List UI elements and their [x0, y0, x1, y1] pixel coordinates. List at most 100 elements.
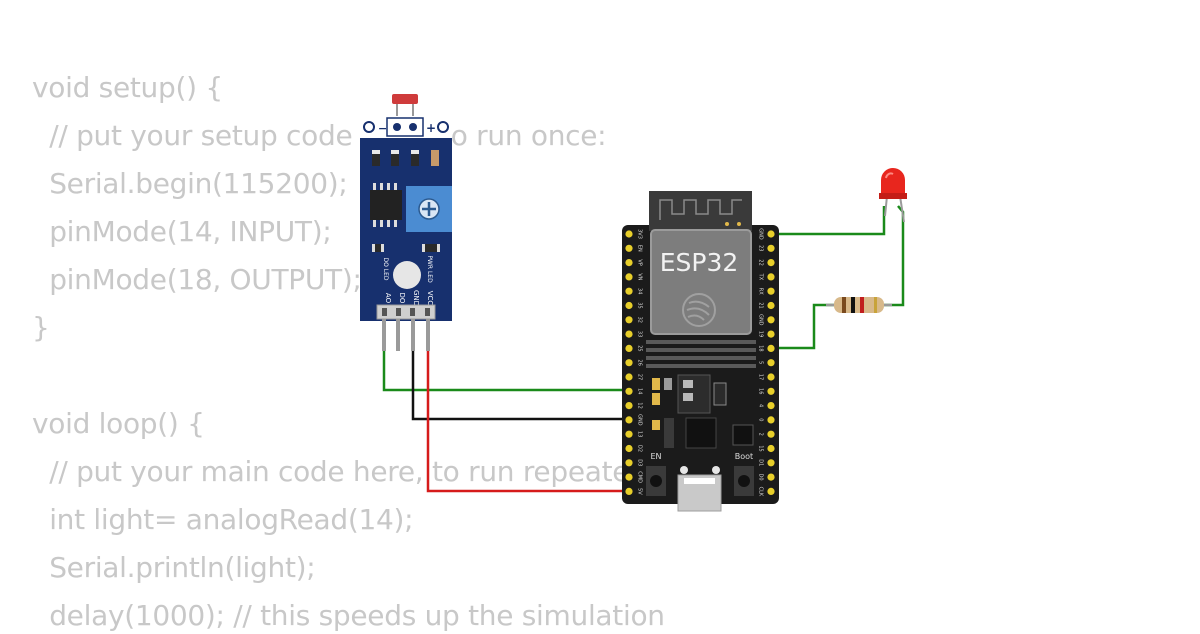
wire-gnd-to-led-cathode[interactable] — [776, 206, 886, 236]
esp32-pin-left-27[interactable] — [625, 373, 633, 381]
esp32-pin-right-17[interactable] — [767, 373, 775, 381]
comparator-chip — [370, 183, 402, 227]
esp32-pin-right-23[interactable] — [767, 244, 775, 252]
esp32-pin-label: 4 — [758, 404, 764, 407]
esp32-pin-left-26[interactable] — [625, 359, 633, 367]
esp32-pin-label: 19 — [758, 331, 764, 337]
esp32-pin-label: 17 — [758, 374, 764, 380]
esp32-pin-label: 12 — [637, 402, 643, 408]
esp32-pin-label: 3V3 — [637, 229, 643, 239]
usb-uart-chip — [685, 417, 717, 449]
esp32-pin-left-vn[interactable] — [625, 273, 633, 281]
esp32-pin-left-33[interactable] — [625, 330, 633, 338]
wire-ao-to-gpio14[interactable] — [382, 348, 628, 392]
esp32-pin-left-en[interactable] — [625, 244, 633, 252]
esp32-pin-label: 13 — [637, 431, 643, 437]
esp32-pin-left-13[interactable] — [625, 430, 633, 438]
esp32-pin-label: D3 — [637, 459, 643, 466]
wire-gnd-to-esp-gnd[interactable] — [411, 348, 628, 421]
esp32-pin-label: 5V — [637, 488, 643, 495]
esp32-pin-label: 22 — [758, 259, 764, 265]
esp32-pin-label: 15 — [758, 445, 764, 451]
esp32-pin-label: 26 — [637, 360, 643, 366]
esp32-pin-label: CMD — [637, 471, 643, 483]
ldr-pin-ao[interactable] — [382, 319, 386, 351]
ldr-pin-gnd[interactable] — [411, 319, 415, 351]
esp32-pin-left-34[interactable] — [625, 287, 633, 295]
red-led[interactable] — [879, 168, 907, 223]
code-line: pinMode(18, OUTPUT); — [32, 263, 362, 296]
esp32-pin-left-12[interactable] — [625, 402, 633, 410]
en-button[interactable] — [646, 466, 666, 496]
esp32-pin-right-d1[interactable] — [767, 459, 775, 467]
esp32-pin-label: 14 — [637, 388, 643, 394]
esp32-pin-label: 18 — [758, 345, 764, 351]
esp32-pin-right-21[interactable] — [767, 301, 775, 310]
esp32-pin-left-vp[interactable] — [625, 259, 633, 267]
esp32-pin-right-18[interactable] — [767, 344, 775, 352]
ldr-minus-label: − — [378, 122, 387, 135]
esp32-pin-label: GND — [637, 414, 643, 426]
esp32-pin-label: 0 — [758, 418, 764, 421]
esp32-pin-label: CLK — [758, 487, 764, 497]
esp32-pin-label: GND — [758, 228, 764, 240]
esp32-pin-right-rx[interactable] — [767, 287, 775, 295]
esp32-pin-right-clk[interactable] — [767, 487, 775, 495]
esp32-pin-right-2[interactable] — [767, 430, 775, 438]
esp32-pin-right-d0[interactable] — [767, 473, 775, 481]
wires — [382, 205, 905, 493]
esp32-pin-right-19[interactable] — [767, 330, 775, 338]
do-led-label: DO LED — [382, 257, 389, 280]
esp32-pin-label: D1 — [758, 459, 764, 466]
wire-vcc-to-5v[interactable] — [426, 348, 628, 493]
pwr-led-label: PWR LED — [426, 255, 433, 283]
esp32-antenna — [649, 191, 752, 231]
photoresistor — [392, 94, 418, 104]
esp32-pin-label: 32 — [637, 317, 643, 323]
esp32-pin-right-0[interactable] — [767, 416, 775, 424]
esp32-pin-right-tx[interactable] — [767, 273, 775, 281]
esp32-pin-left-d2[interactable] — [625, 444, 633, 453]
ldr-module[interactable]: − + DO LED PWR LED AO DO GND — [360, 94, 452, 351]
resistor[interactable] — [826, 297, 892, 313]
esp32-left-pin-header: 3V3ENVPVN343532332526271412GND13D2D3CMD5… — [625, 229, 643, 495]
esp32-pin-label: VP — [637, 259, 643, 265]
esp32-module-shield — [650, 229, 752, 335]
esp32-pin-left-3v3[interactable] — [625, 230, 633, 238]
esp32-pin-right-4[interactable] — [767, 402, 775, 410]
esp32-pin-right-gnd[interactable] — [767, 316, 775, 324]
esp32-board[interactable]: ESP32 EN Boot — [622, 191, 779, 512]
esp32-pin-right-5[interactable] — [767, 359, 775, 367]
code-line: void setup() { — [32, 71, 223, 104]
esp32-pin-right-15[interactable] — [767, 444, 775, 453]
esp32-pin-right-gnd[interactable] — [767, 230, 775, 238]
wire-gpio18-to-resistor[interactable] — [776, 303, 834, 350]
esp32-pin-label: TX — [758, 273, 764, 281]
ldr-pin-vcc[interactable] — [426, 319, 430, 351]
wire-resistor-to-led-anode[interactable] — [884, 205, 905, 307]
ldr-plus-label: + — [426, 121, 436, 135]
esp32-pin-label: VN — [637, 273, 643, 280]
esp32-pin-left-35[interactable] — [625, 301, 633, 310]
ldr-pin-label-do: DO — [398, 293, 406, 304]
esp32-pin-right-22[interactable] — [767, 259, 775, 267]
esp32-pin-label: 34 — [637, 288, 643, 294]
usb-port[interactable] — [677, 474, 722, 512]
esp32-pin-right-16[interactable] — [767, 387, 775, 395]
esp32-pin-left-d3[interactable] — [625, 459, 633, 467]
boot-button[interactable] — [734, 466, 754, 496]
esp32-pin-left-32[interactable] — [625, 316, 633, 324]
indicator-led — [393, 261, 421, 289]
esp32-pin-left-25[interactable] — [625, 344, 633, 352]
esp32-pin-label: D2 — [637, 445, 643, 452]
esp32-pin-label: 23 — [758, 245, 764, 251]
code-line: Serial.begin(115200); — [32, 167, 348, 200]
esp32-pin-left-5v[interactable] — [625, 487, 633, 495]
esp32-pin-left-cmd[interactable] — [625, 473, 633, 481]
esp32-pin-left-gnd[interactable] — [625, 416, 633, 424]
code-line: void loop() { — [32, 407, 205, 440]
potentiometer[interactable] — [406, 186, 452, 232]
esp32-pin-left-14[interactable] — [625, 387, 633, 395]
ldr-pin-do[interactable] — [396, 319, 400, 351]
